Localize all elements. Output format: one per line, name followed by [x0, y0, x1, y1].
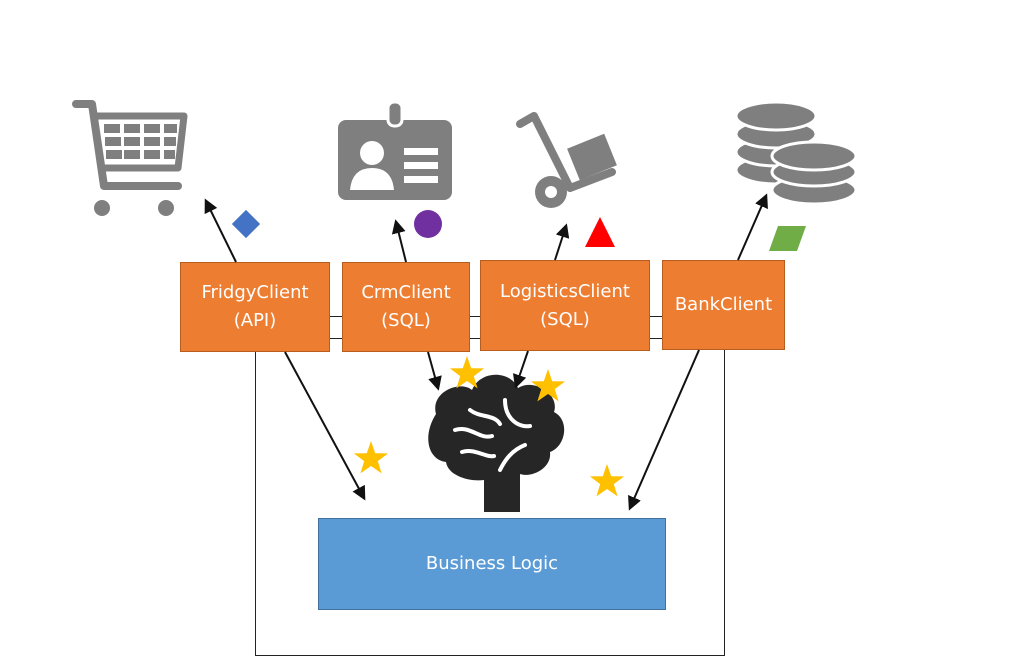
arrow-crm-to-brain: [427, 351, 442, 391]
star-icon: [589, 464, 625, 497]
crm-client-box: CrmClient (SQL): [342, 262, 470, 352]
hand-truck-icon: [516, 112, 617, 208]
coins-stack-icon: [734, 100, 858, 206]
business-logic-box: Business Logic: [318, 518, 666, 610]
purple-circle-marker: [414, 210, 442, 238]
business-logic-label: Business Logic: [425, 553, 559, 574]
blue-diamond-marker: [231, 209, 261, 239]
client-name: CrmClient: [361, 282, 451, 303]
green-parallelogram-marker: [769, 226, 806, 251]
client-name: BankClient: [674, 294, 773, 315]
brain-icon: [428, 374, 565, 512]
client-connector: [650, 316, 662, 317]
arrow-bank-to-logic: [628, 349, 700, 511]
arrow-fridgy-to-logic: [284, 351, 366, 501]
star-icon: [449, 356, 485, 389]
arrow-logistics-to-brain: [513, 350, 529, 389]
arrow-crm-to-badge: [391, 219, 407, 263]
client-kind: (SQL): [381, 310, 431, 331]
arrow-fridgy-to-cart: [204, 198, 237, 263]
red-triangle-marker: [585, 217, 615, 247]
client-connector: [470, 316, 480, 317]
arrow-logistics-to-truck: [554, 223, 570, 261]
client-kind: (SQL): [540, 308, 590, 330]
client-kind: (API): [233, 310, 277, 331]
client-name: LogisticsClient: [500, 280, 630, 302]
client-name: FridgyClient: [201, 282, 309, 303]
client-connector: [330, 316, 342, 317]
logistics-client-box: LogisticsClient (SQL): [480, 260, 650, 351]
star-icon: [530, 369, 566, 402]
id-badge-icon: [338, 100, 452, 200]
star-icon: [353, 441, 389, 474]
bank-client-box: BankClient: [662, 260, 785, 350]
fridgy-client-box: FridgyClient (API): [180, 262, 330, 352]
shopping-cart-icon: [72, 100, 188, 216]
arrow-bank-to-coins: [737, 193, 768, 261]
